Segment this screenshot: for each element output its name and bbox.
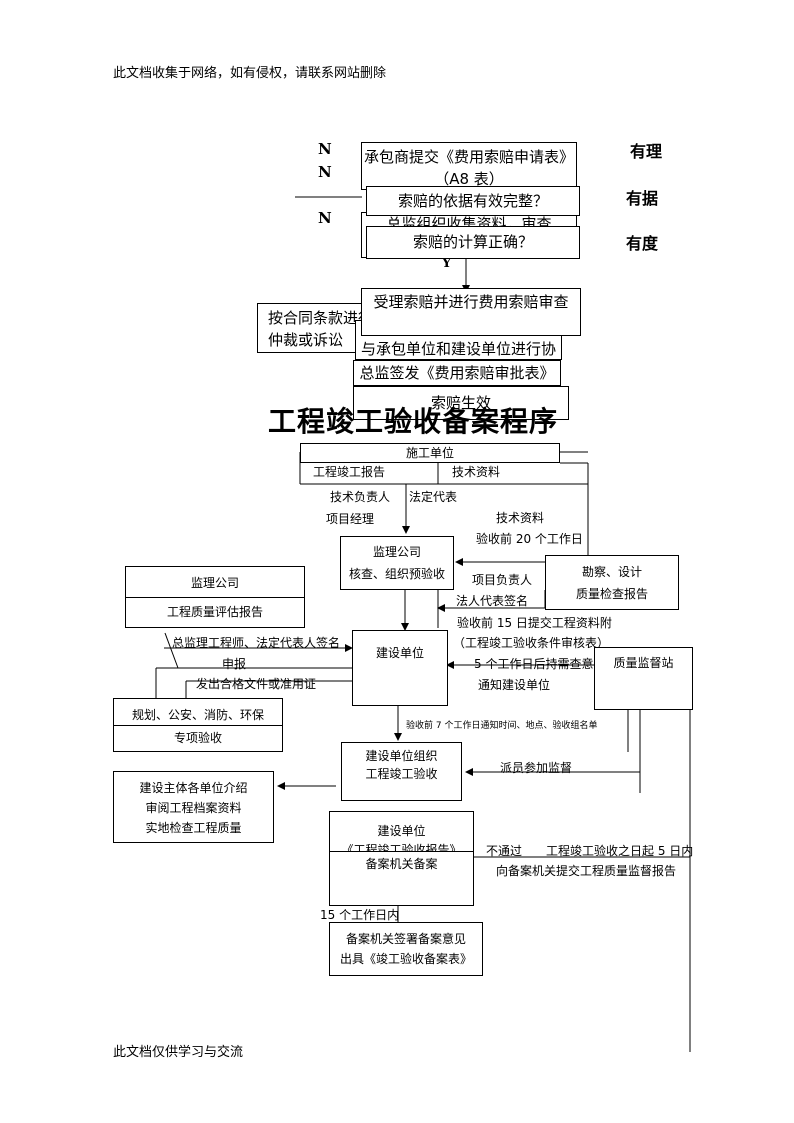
check-item-1: 建设主体各单位介绍 [139, 781, 248, 795]
side-label-reason: 有理 [630, 142, 663, 161]
box-quality-station: 质量监督站 [594, 647, 693, 710]
box-claim-basis: 索赔的依据有效完整？ [366, 186, 580, 216]
label-tech-docs-2: 技术资料 [496, 511, 545, 525]
check-item-3: 实地检查工程质量 [145, 821, 242, 835]
filing-hidden-report-wrap: 《工程竣工验收报告》 [330, 841, 473, 851]
side-label-evidence: 有据 [626, 189, 659, 208]
box-contractor: 施工单位 [300, 443, 560, 463]
label-n-1: N [318, 140, 332, 158]
box-agency-sign: 备案机关签署备案意见 出具《竣工验收备案表》 [329, 922, 483, 976]
label-before-15-days: 验收前 15 日提交工程资料附 [457, 616, 612, 630]
label-issue-docs: 发出合格文件或准用证 [196, 677, 317, 691]
label-n-2: N [318, 163, 332, 181]
box-negotiate-text: 与承包单位和建设单位进行协商 [360, 340, 556, 358]
label-pm-lead: 项目负责人 [472, 573, 533, 587]
filing-hidden-report: 《工程竣工验收报告》 [341, 843, 462, 851]
box-claim-effective: 索赔生效 [353, 386, 569, 420]
label-completion-report: 工程竣工报告 [313, 465, 386, 479]
supervisor-task: 核查、组织预验收 [348, 567, 445, 581]
filing-owner: 建设单位 [377, 824, 426, 838]
box-checks: 建设主体各单位介绍 审阅工程档案资料 实地检查工程质量 [113, 771, 274, 843]
survey-design-name: 勘察、设计 [581, 565, 642, 579]
footer-note: 此文档仅供学习与交流 [113, 1045, 244, 1060]
label-legal-rep: 法定代表 [409, 490, 458, 504]
label-notify-owner: 通知建设单位 [478, 678, 551, 692]
label-project-manager: 项目经理 [326, 512, 375, 526]
special-accept-depts: 规划、公安、消防、环保 [114, 699, 282, 726]
label-before-20-days: 验收前 20 个工作日 [476, 532, 583, 546]
completion-accept: 工程竣工验收 [365, 767, 438, 781]
supervisor-name: 监理公司 [372, 545, 421, 559]
eval-company: 监理公司 [126, 567, 304, 598]
box-accept-claim: 受理索赔并进行费用索赔审查 [361, 288, 581, 336]
label-tech-lead: 技术负责人 [330, 490, 391, 504]
label-n-3: N [318, 209, 332, 227]
label-not-pass: 不通过 [486, 844, 523, 858]
label-submit-supervision-report: 向备案机关提交工程质量监督报告 [496, 864, 677, 878]
owner-org: 建设单位组织 [365, 749, 438, 763]
label-legal-sign: 法人代表签名 [456, 594, 529, 608]
side-label-degree: 有度 [626, 234, 659, 253]
survey-design-report: 质量检查报告 [575, 587, 648, 601]
issue-form: 出具《竣工验收备案表》 [339, 952, 472, 966]
box-chief-sign: 总监签发《费用索赔审批表》 [353, 360, 561, 386]
check-item-2: 审阅工程档案资料 [145, 801, 242, 815]
box-special-accept: 规划、公安、消防、环保 专项验收 [113, 698, 283, 752]
label-before-7-days: 验收前 7 个工作日通知时间、地点、验收组名单 [406, 721, 598, 731]
label-send-staff: 派员参加监督 [500, 761, 573, 775]
special-accept-label: 专项验收 [173, 731, 222, 745]
box-filing: 建设单位 《工程竣工验收报告》 备案机关备案 [329, 811, 474, 906]
box-supervisor-pre-accept: 监理公司 核查、组织预验收 [340, 536, 454, 590]
box-claim-calc: 索赔的计算正确？ [366, 226, 580, 259]
label-y: Y [442, 256, 452, 271]
box-owner: 建设单位 [352, 630, 448, 706]
box-owner-org-accept: 建设单位组织 工程竣工验收 [341, 742, 462, 801]
box-supervisor-eval: 监理公司 工程质量评估报告 [125, 566, 305, 628]
page-title: 工程竣工验收备案程序 [268, 405, 559, 438]
eval-report: 工程质量评估报告 [166, 605, 263, 619]
box-survey-design: 勘察、设计 质量检查报告 [545, 555, 679, 610]
filing-agency: 备案机关备案 [330, 851, 473, 874]
label-within-15: 15 个工作日内 [320, 908, 400, 922]
label-declare: 申报 [222, 657, 247, 671]
header-note: 此文档收集于网络，如有侵权，请联系网站删除 [113, 66, 387, 81]
label-within-5-days: 工程竣工验收之日起 5 日内 [546, 844, 694, 858]
box-submit-claim: 承包商提交《费用索赔申请表》（A8 表） [361, 142, 577, 190]
label-within-5: 5 个工作日后持需查意见 [474, 657, 606, 671]
label-tech-docs: 技术资料 [452, 465, 501, 479]
label-chief-sign: 总监理工程师、法定代表人签名 [172, 636, 341, 650]
agency-sign: 备案机关签署备案意见 [345, 932, 466, 946]
label-condition-table: （工程竣工验收条件审核表） [453, 636, 610, 650]
